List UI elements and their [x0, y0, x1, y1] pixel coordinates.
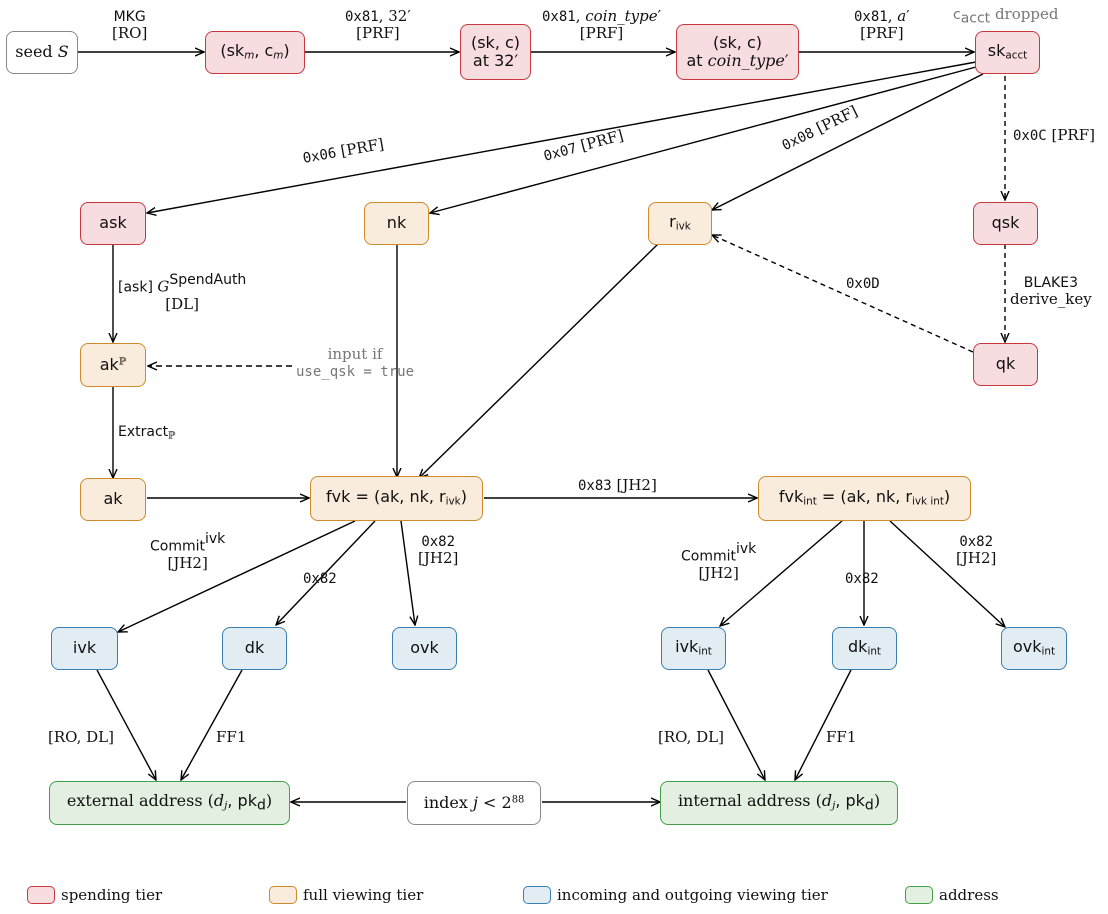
fvk-int-label: fvkint = (ak, nk, rivk int) — [778, 487, 951, 508]
external-address-node: external address (dj, pkd) — [49, 781, 290, 825]
ak-label: ak — [103, 489, 123, 509]
rivk-node: rivk — [648, 202, 712, 245]
label-0x82-right-dk: 0x82 — [845, 571, 879, 587]
legend-swatch-address — [905, 886, 933, 904]
edge-fvkint-to-ivkint — [720, 520, 843, 626]
internal-address-node: internal address (dj, pkd) — [660, 781, 898, 825]
legend-swatch-spending — [27, 886, 55, 904]
ivk-int-label: ivkint — [675, 637, 712, 658]
skm-cm-label: (skm, cm) — [220, 41, 290, 62]
rivk-label: rivk — [669, 212, 691, 233]
seed-label: seed S — [15, 42, 69, 62]
ivk-node: ivk — [51, 627, 118, 670]
label-ff1-left: FF1 — [216, 728, 247, 746]
label-0x82-left-dk: 0x82 — [303, 571, 337, 587]
legend-incoming-outgoing-tier: incoming and outgoing viewing tier — [523, 886, 828, 904]
sk-c-coin-node: (sk, c)at coin_type′ — [676, 24, 799, 80]
edge-fvk-to-dk — [276, 520, 376, 625]
legend-label-full-viewing: full viewing tier — [303, 886, 424, 904]
edge-skacct-to-nk — [430, 66, 977, 213]
edge-fvk-to-ivk — [118, 520, 356, 632]
label-ro-dl-left: [RO, DL] — [48, 728, 114, 746]
edge-ivk-to-extaddr — [96, 669, 156, 780]
qsk-label: qsk — [991, 213, 1020, 233]
legend-label-spending: spending tier — [61, 886, 163, 904]
legend-label-incoming-outgoing: incoming and outgoing viewing tier — [557, 886, 828, 904]
index-node: index j < 288 — [407, 781, 541, 825]
edge-fvk-to-ovk — [400, 520, 415, 625]
sk-c-coin-label: (sk, c)at coin_type′ — [686, 32, 789, 70]
label-0x81-coin-type: 0x81, coin_type′[PRF] — [542, 7, 662, 43]
label-commit-ivk-left: Commitivk[JH2] — [150, 531, 226, 572]
ask-label: ask — [99, 213, 127, 233]
label-spendauth-dl: [ask] GSpendAuth[DL] — [118, 272, 247, 313]
edge-dk-to-extaddr — [181, 669, 243, 780]
label-0x82-left-ovk: 0x82[JH2] — [418, 534, 459, 568]
qk-label: qk — [995, 354, 1016, 374]
legend-full-viewing-tier: full viewing tier — [269, 886, 423, 904]
legend-swatch-incoming-outgoing — [523, 886, 551, 904]
skm-cm-node: (skm, cm) — [205, 31, 305, 74]
ovk-int-label: ovkint — [1012, 637, 1056, 658]
ovk-node: ovk — [392, 627, 457, 670]
akP-label: akℙ — [99, 354, 127, 374]
dk-int-node: dkint — [832, 627, 897, 670]
edge-ivkint-to-intaddr — [707, 669, 765, 780]
sk-c-32-label: (sk, c)at 32′ — [470, 32, 521, 70]
label-0x0C: 0x0C [PRF] — [1013, 126, 1095, 144]
label-0x81-a: 0x81, a′[PRF] — [854, 7, 910, 43]
qsk-node: qsk — [973, 202, 1038, 245]
legend-address: address — [905, 886, 999, 904]
edge-fvkint-to-ovkint — [889, 520, 1005, 627]
legend-swatch-full-viewing — [269, 886, 297, 904]
nk-label: nk — [386, 213, 407, 233]
sk-acct-node: skacct — [975, 31, 1040, 74]
sk-acct-label: skacct — [987, 41, 1028, 62]
ovk-label: ovk — [410, 638, 439, 658]
label-cacct-dropped: cacct dropped — [953, 5, 1059, 27]
label-commit-ivk-right: Commitivk[JH2] — [681, 541, 757, 582]
fvk-int-node: fvkint = (ak, nk, rivk int) — [758, 476, 971, 521]
ivk-label: ivk — [72, 638, 97, 658]
legend-label-address: address — [939, 886, 999, 904]
seed-node: seed S — [6, 31, 78, 74]
label-0x0D: 0x0D — [846, 276, 880, 292]
dk-node: dk — [222, 627, 287, 670]
index-label: index j < 288 — [423, 792, 525, 812]
label-ro-dl-right: [RO, DL] — [658, 728, 724, 746]
internal-address-label: internal address (dj, pkd) — [677, 791, 881, 814]
fvk-node: fvk = (ak, nk, rivk) — [310, 476, 483, 521]
dk-int-label: dkint — [848, 637, 881, 658]
label-mkg: MKG[RO] — [112, 9, 148, 43]
edge-skacct-to-rivk — [712, 73, 984, 210]
label-0x82-right-ovk: 0x82[JH2] — [956, 534, 997, 568]
label-0x83-jh2: 0x83 [JH2] — [578, 476, 657, 494]
dk-label: dk — [244, 638, 265, 658]
fvk-label: fvk = (ak, nk, rivk) — [326, 487, 467, 508]
ovk-int-node: ovkint — [1001, 627, 1067, 670]
ask-node: ask — [80, 202, 146, 245]
sk-c-32-node: (sk, c)at 32′ — [460, 24, 531, 80]
ivk-int-node: ivkint — [661, 627, 726, 670]
edge-qk-to-rivk — [712, 235, 974, 353]
ak-node: ak — [80, 478, 146, 521]
label-extract: Extractℙ — [118, 424, 176, 442]
label-0x81-32: 0x81, 32′[PRF] — [345, 7, 411, 43]
external-address-label: external address (dj, pkd) — [66, 791, 273, 814]
edge-rivk-to-fvk — [419, 243, 659, 478]
label-ff1-right: FF1 — [826, 728, 857, 746]
legend-spending-tier: spending tier — [27, 886, 162, 904]
nk-node: nk — [364, 202, 429, 245]
qk-node: qk — [973, 343, 1038, 386]
edge-dkint-to-intaddr — [795, 669, 852, 780]
edge-skacct-to-ask — [147, 61, 977, 213]
akP-node: akℙ — [80, 343, 146, 387]
